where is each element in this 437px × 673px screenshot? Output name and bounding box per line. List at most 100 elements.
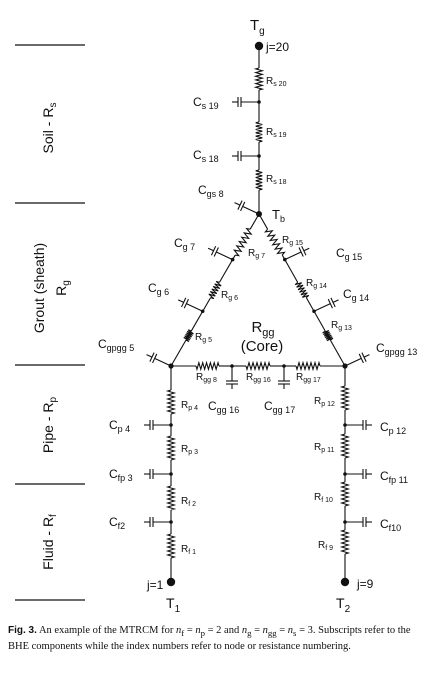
label-cgg17: Cgg 17 — [264, 399, 295, 415]
label-cgpgg5: Cgpgg 5 — [98, 337, 134, 353]
node-label-t1: T1 — [166, 595, 181, 615]
resistor-rs19 — [255, 121, 263, 143]
resistor-rg15 — [263, 228, 286, 256]
node-grout-right-1 — [283, 257, 287, 262]
capacitor-cfp11 — [345, 469, 372, 479]
caption-ngg: n — [262, 625, 268, 636]
node-core-17 — [282, 364, 286, 368]
caption-text-1: An example of the MTRCM for — [36, 625, 177, 636]
label-cg15: Cg 15 — [336, 246, 362, 262]
resistor-rg7 — [232, 227, 253, 257]
capacitor-cgpgg5 — [146, 352, 172, 367]
label-rf9: Rf 9 — [318, 540, 333, 552]
label-rs18: Rs 18 — [266, 174, 287, 186]
capacitor-cp12 — [345, 420, 372, 430]
node-soil-19 — [257, 100, 261, 104]
core-resistance-label: Rgg — [251, 319, 274, 339]
label-rp3: Rp 3 — [181, 444, 198, 456]
section-label-fluid: Fluid - Rf — [40, 514, 59, 570]
section-label-soil: Soil - Rs — [40, 103, 59, 154]
label-rgg8: Rgg 8 — [196, 372, 217, 384]
resistor-rgg8 — [195, 360, 220, 372]
label-rg13: Rg 13 — [331, 320, 352, 332]
capacitor-cg7 — [207, 245, 233, 261]
node-fluid-pipe-left — [169, 472, 173, 476]
capacitor-cf2 — [144, 517, 171, 527]
caption-label: Fig. 3. — [8, 625, 37, 636]
caption-nf-sub: f — [181, 628, 185, 639]
resistor-rf9 — [339, 529, 351, 555]
resistor-labels: Rs 20 Rs 19 Rs 18 Rg 7 Rg 15 Rg 6 Rg 14 … — [181, 76, 352, 556]
label-rs19: Rs 19 — [266, 127, 287, 139]
resistor-rp11 — [339, 433, 351, 459]
resistor-rf2 — [165, 485, 177, 511]
label-rs20: Rs 20 — [266, 76, 287, 88]
capacitor-cg14 — [313, 297, 339, 312]
caption-eq-3: = — [251, 625, 263, 636]
circuit-wires — [144, 46, 372, 582]
label-rf2: Rf 2 — [181, 496, 196, 508]
resistor-rs18 — [255, 169, 263, 191]
capacitor-cfp3 — [144, 469, 171, 479]
figure-caption: Fig. 3. An example of the MTRCM for nf =… — [8, 624, 430, 654]
node-label-tb: Tb — [272, 207, 285, 224]
label-cg6: Cg 6 — [148, 281, 169, 297]
label-rf1: Rf 1 — [181, 544, 196, 556]
label-rgg16: Rgg 16 — [246, 372, 271, 384]
node-t2 — [340, 577, 350, 587]
resistor-rg13 — [322, 330, 334, 342]
node-fluid-right — [343, 520, 347, 524]
label-cgg16: Cgg 16 — [208, 399, 239, 415]
section-label-grout-line2: Rg — [53, 280, 72, 296]
capacitor-cf10 — [345, 517, 372, 527]
node-soil-18 — [257, 154, 261, 158]
resistor-rs20 — [253, 67, 265, 91]
section-label-pipe: Pipe - Rp — [40, 396, 59, 453]
node-tg — [254, 41, 264, 51]
capacitor-cg15 — [284, 245, 310, 261]
wire — [329, 339, 346, 367]
label-cg14: Cg 14 — [343, 287, 369, 303]
label-cf2: Cf2 — [109, 515, 125, 531]
resistor-rp4 — [165, 389, 177, 415]
caption-nf: n — [176, 625, 182, 636]
capacitor-cs19 — [232, 97, 259, 107]
capacitor-cgpgg13 — [344, 352, 370, 367]
resistor-rg14 — [294, 281, 310, 299]
node-tb — [256, 211, 262, 217]
label-cfp3: Cfp 3 — [109, 467, 133, 483]
node-label-j1: j=1 — [146, 578, 164, 592]
node-t1 — [166, 577, 176, 587]
resistor-rf1 — [165, 533, 177, 559]
capacitor-cs18 — [232, 151, 259, 161]
label-rg15: Rg 15 — [282, 235, 303, 247]
caption-ng: n — [241, 625, 248, 636]
label-cgpgg13: Cgpgg 13 — [376, 341, 417, 357]
section-separators — [15, 44, 85, 601]
wire — [305, 297, 326, 332]
resistor-rgg16 — [245, 360, 271, 372]
label-rgg17: Rgg 17 — [296, 372, 321, 384]
label-rg6: Rg 6 — [221, 290, 238, 302]
node-fluid-pipe-right — [343, 472, 347, 476]
capacitor-cgg17 — [278, 366, 290, 389]
node-pipe-right — [343, 423, 347, 427]
node-pipe-left — [169, 423, 173, 427]
capacitor-cg6 — [177, 297, 203, 312]
node-label-j20: j=20 — [265, 40, 289, 54]
node-core-16 — [230, 364, 234, 368]
caption-ngg-sub: gg — [267, 628, 277, 639]
label-rp4: Rp 4 — [181, 400, 198, 412]
section-label-grout-line1: Grout (sheath) — [31, 243, 47, 333]
caption-np: n — [195, 625, 201, 636]
capacitor-cgg16 — [226, 366, 238, 389]
resistor-rg6 — [208, 280, 222, 300]
node-label-tg: Tg — [250, 17, 265, 37]
wire — [190, 297, 212, 332]
label-cs18: Cs 18 — [193, 148, 219, 164]
node-grout-left-1 — [230, 257, 235, 262]
resistor-rgg17 — [295, 360, 321, 372]
node-grout-5 — [168, 363, 174, 369]
node-grout-13 — [342, 363, 348, 369]
capacitor-labels: Cs 19 Cs 18 Cgs 8 Cg 7 Cg 15 Cg 6 Cg 14 … — [98, 95, 417, 533]
